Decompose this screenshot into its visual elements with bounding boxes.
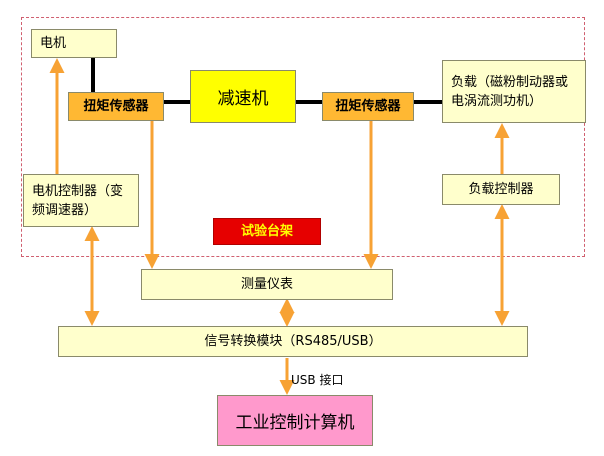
converter-box: 信号转换模块（RS485/USB） (58, 326, 528, 357)
load-controller-box: 负载控制器 (442, 174, 560, 205)
torque-sensor-right: 扭矩传感器 (322, 92, 414, 121)
usb-label: USB 接口 (291, 373, 344, 387)
computer-box: 工业控制计算机 (217, 395, 373, 446)
instrument-box: 测量仪表 (141, 269, 393, 300)
load-box: 负载（磁粉制动器或电涡流测功机） (442, 60, 586, 123)
motor-box: 电机 (31, 29, 117, 58)
motor-controller-box: 电机控制器（变频调速器） (23, 174, 139, 227)
test-bench-frame (21, 17, 585, 257)
torque-sensor-left: 扭矩传感器 (68, 92, 164, 121)
reducer-box: 减速机 (190, 70, 296, 123)
test-bench-label: 试验台架 (213, 218, 321, 245)
